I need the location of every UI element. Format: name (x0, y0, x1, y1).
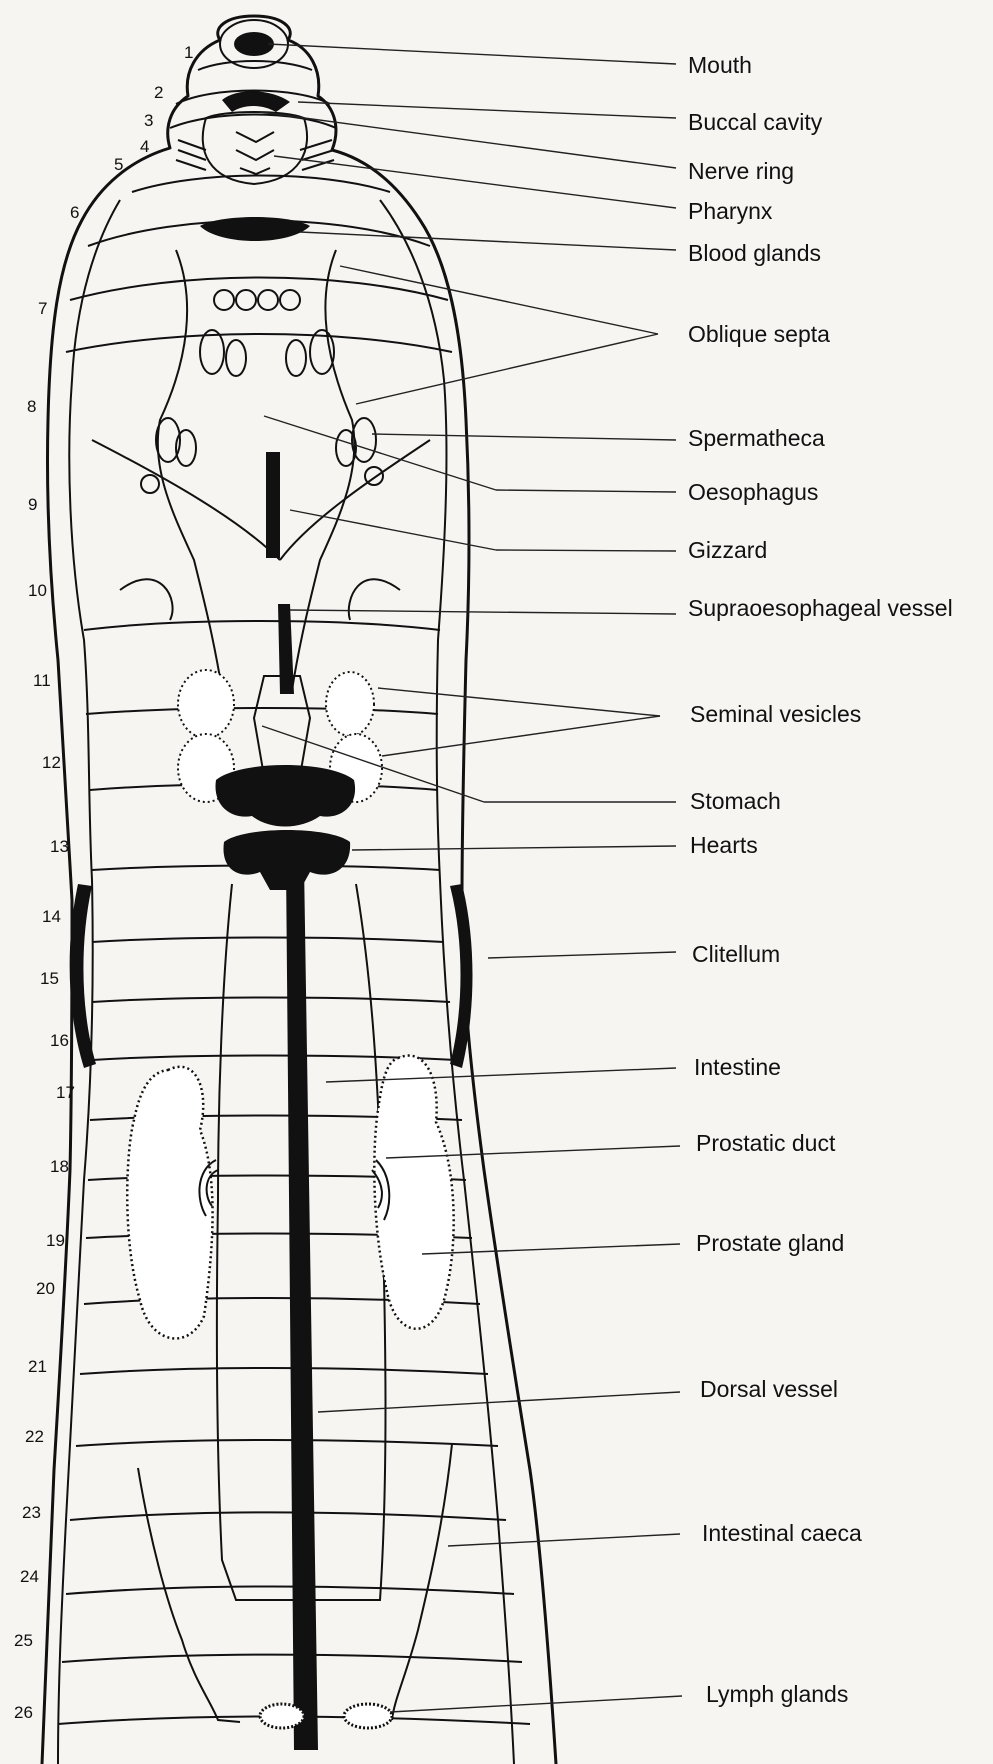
segment-number-18: 18 (50, 1157, 69, 1176)
segment-number-15: 15 (40, 969, 59, 988)
segment-number-24: 24 (20, 1567, 39, 1586)
segment-number-19: 19 (46, 1231, 65, 1250)
label-gizzard: Gizzard (688, 537, 767, 563)
pharynx-folds (236, 132, 274, 174)
internal-organs (70, 91, 473, 1750)
label-mouth: Mouth (688, 52, 752, 78)
label-supraoesophageal-vessel: Supraoesophageal vessel (688, 595, 953, 621)
segment-number-7: 7 (38, 299, 47, 318)
leader-lines (260, 44, 682, 1712)
label-prostate-gland: Prostate gland (696, 1230, 844, 1256)
segment-number-3: 3 (144, 111, 153, 130)
label-buccal-cavity: Buccal cavity (688, 109, 823, 135)
hearts-shape (215, 765, 355, 890)
segment-number-2: 2 (154, 83, 163, 102)
supraoesophageal-vessel-shape (278, 604, 294, 694)
segment-number-9: 9 (28, 495, 37, 514)
label-stomach: Stomach (690, 788, 781, 814)
label-dorsal-vessel: Dorsal vessel (700, 1376, 838, 1402)
label-spermatheca: Spermatheca (688, 425, 825, 451)
segment-number-16: 16 (50, 1031, 69, 1050)
segment-number-10: 10 (28, 581, 47, 600)
label-clitellum: Clitellum (692, 941, 780, 967)
label-nerve-ring: Nerve ring (688, 158, 794, 184)
buccal-cavity-shape (222, 91, 290, 112)
segment-number-22: 22 (25, 1427, 44, 1446)
segment-number-23: 23 (22, 1503, 41, 1522)
segment-number-1: 1 (184, 43, 193, 62)
segment-number-6: 6 (70, 203, 79, 222)
gizzard-shape (266, 452, 280, 558)
label-hearts: Hearts (690, 832, 758, 858)
segment-number-11: 11 (33, 671, 51, 690)
segment-number-4: 4 (140, 137, 149, 156)
pharynx-muscle (176, 140, 334, 170)
label-lymph-glands: Lymph glands (706, 1681, 848, 1707)
segment-number-20: 20 (36, 1279, 55, 1298)
label-oblique-septa: Oblique septa (688, 321, 830, 347)
segment-number-14: 14 (42, 907, 61, 926)
clitellum-shape (70, 884, 473, 1068)
segment-number-8: 8 (27, 397, 36, 416)
label-seminal-vesicles: Seminal vesicles (690, 701, 861, 727)
pharyngeal-glands (200, 290, 334, 376)
label-pharynx: Pharynx (688, 198, 773, 224)
label-blood-glands: Blood glands (688, 240, 821, 266)
oblique-septa-shape (92, 440, 430, 620)
oesophagus-walls (158, 250, 355, 690)
label-intestinal-caeca: Intestinal caeca (702, 1520, 862, 1546)
labels: Mouth Buccal cavity Nerve ring Pharynx B… (688, 52, 953, 1707)
label-oesophagus: Oesophagus (688, 479, 818, 505)
segment-numbers: 1 2 3 4 5 6 7 8 9 10 11 12 13 14 15 16 1… (14, 43, 193, 1722)
segment-number-12: 12 (42, 753, 61, 772)
segment-number-26: 26 (14, 1703, 33, 1722)
blood-glands-shape (200, 217, 310, 241)
label-intestine: Intestine (694, 1054, 781, 1080)
inner-body-wall (58, 200, 514, 1764)
lymph-glands-shape (260, 1704, 392, 1728)
label-prostatic-duct: Prostatic duct (696, 1130, 836, 1156)
spermathecae (141, 418, 383, 493)
segment-number-21: 21 (28, 1357, 47, 1376)
segment-number-13: 13 (50, 837, 69, 856)
segment-number-25: 25 (14, 1631, 33, 1650)
